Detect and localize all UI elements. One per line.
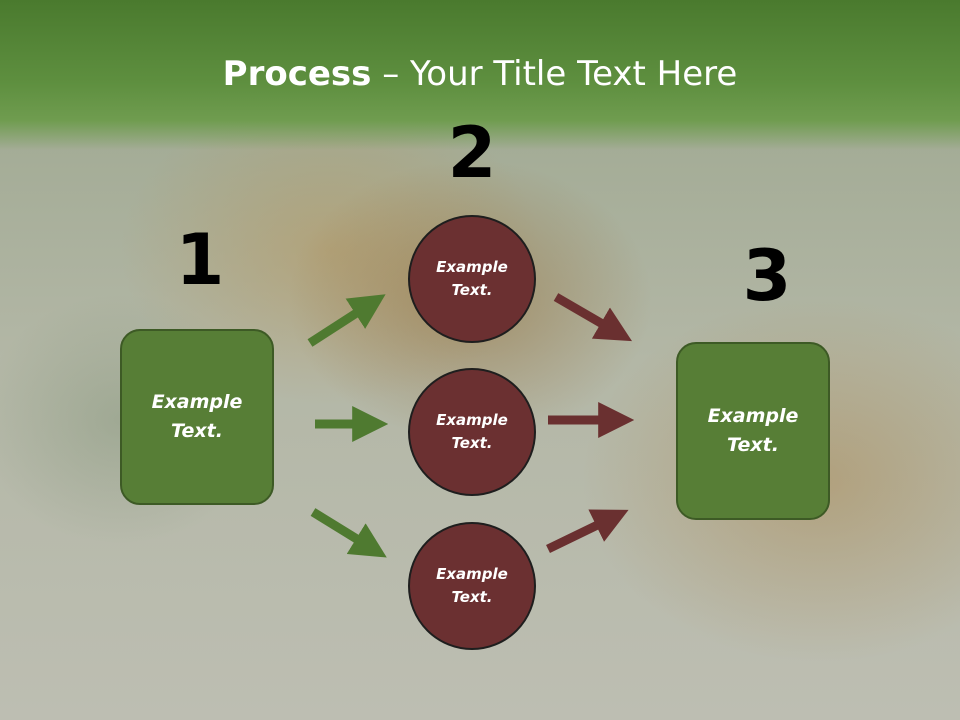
circle-bottom[interactable]: Example Text. bbox=[408, 522, 536, 650]
title-rest: Your Title Text Here bbox=[410, 54, 738, 94]
step-number-2: 2 bbox=[447, 112, 497, 194]
arrow-left-to-bottom bbox=[310, 508, 387, 558]
left-box[interactable]: Example Text. bbox=[120, 329, 274, 505]
step-number-3: 3 bbox=[742, 235, 792, 317]
title-dash: – bbox=[371, 54, 411, 94]
circle-middle-label: Example Text. bbox=[436, 411, 508, 452]
title-bold: Process bbox=[222, 54, 372, 94]
right-box-label: Example Text. bbox=[707, 405, 799, 456]
header-band bbox=[0, 0, 960, 150]
left-box-label: Example Text. bbox=[151, 391, 243, 442]
circle-bottom-label: Example Text. bbox=[436, 565, 508, 606]
circle-top-label: Example Text. bbox=[436, 258, 508, 299]
step-number-1: 1 bbox=[175, 219, 225, 301]
circle-top[interactable]: Example Text. bbox=[408, 215, 536, 343]
arrow-top-to-right bbox=[553, 293, 633, 342]
slide-title: Process – Your Title Text Here bbox=[0, 52, 960, 96]
circle-middle[interactable]: Example Text. bbox=[408, 368, 536, 496]
right-box[interactable]: Example Text. bbox=[676, 342, 830, 520]
arrow-left-to-top bbox=[307, 294, 386, 347]
arrow-bottom-to-right bbox=[546, 509, 629, 554]
